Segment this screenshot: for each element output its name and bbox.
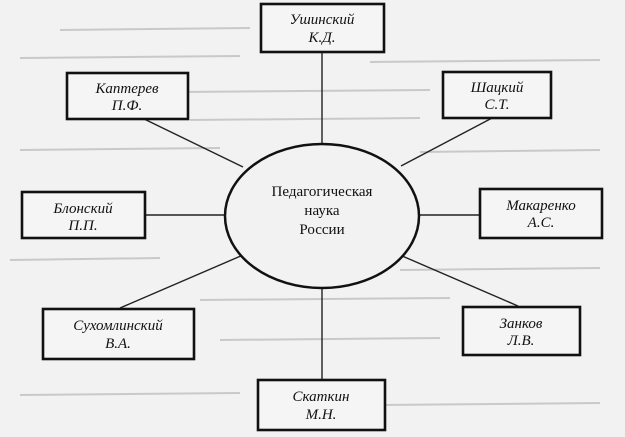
node-box bbox=[441, 70, 553, 120]
node-initials: П.Ф. bbox=[111, 98, 142, 114]
connector-sukhomlinsky bbox=[119, 251, 251, 309]
node-initials: А.С. bbox=[527, 215, 555, 231]
node-box bbox=[20, 190, 147, 240]
node-initials: Л.В. bbox=[507, 333, 535, 349]
node-name: Макаренко bbox=[505, 198, 576, 214]
connector-kapterev bbox=[139, 116, 244, 168]
node-name: Скаткин bbox=[293, 389, 350, 405]
node-kapterev: Каптерев П.Ф. bbox=[65, 71, 190, 121]
connector-zankov bbox=[385, 248, 519, 307]
node-skatkin: Скаткин М.Н. bbox=[256, 378, 387, 432]
node-name: Сухомлинский bbox=[73, 318, 163, 334]
node-blonsky: Блонский П.П. bbox=[20, 190, 147, 240]
background-text-texture bbox=[9, 27, 601, 406]
node-name: Шацкий bbox=[470, 80, 524, 96]
center-label-line-3: России bbox=[299, 222, 344, 238]
node-box bbox=[41, 307, 196, 361]
node-sukhomlinsky: Сухомлинский В.А. bbox=[41, 307, 196, 361]
center-label-line-2: наука bbox=[304, 203, 339, 219]
node-initials: М.Н. bbox=[305, 407, 337, 423]
node-box bbox=[478, 187, 604, 240]
center-ellipse bbox=[223, 142, 421, 290]
node-zankov: Занков Л.В. bbox=[461, 305, 582, 357]
node-box bbox=[259, 2, 386, 54]
node-name: Занков bbox=[500, 316, 543, 332]
node-initials: П.П. bbox=[67, 218, 97, 234]
center-label-line-1: Педагогическая bbox=[272, 184, 373, 200]
connector-lines bbox=[119, 52, 519, 380]
node-makarenko: Макаренко А.С. bbox=[478, 187, 604, 240]
node-name: Каптерев bbox=[94, 81, 159, 97]
node-initials: К.Д. bbox=[307, 30, 335, 46]
center-node: Педагогическая наука России bbox=[223, 142, 421, 290]
connector-shatsky bbox=[400, 116, 495, 167]
node-name: Блонский bbox=[52, 201, 113, 217]
node-box bbox=[461, 305, 582, 357]
node-ushinsky: Ушинский К.Д. bbox=[259, 2, 386, 54]
node-initials: В.А. bbox=[105, 336, 131, 352]
node-box bbox=[65, 71, 190, 121]
node-name: Ушинский bbox=[290, 12, 355, 28]
node-box bbox=[256, 378, 387, 432]
node-shatsky: Шацкий С.Т. bbox=[441, 70, 553, 120]
node-initials: С.Т. bbox=[485, 97, 510, 113]
